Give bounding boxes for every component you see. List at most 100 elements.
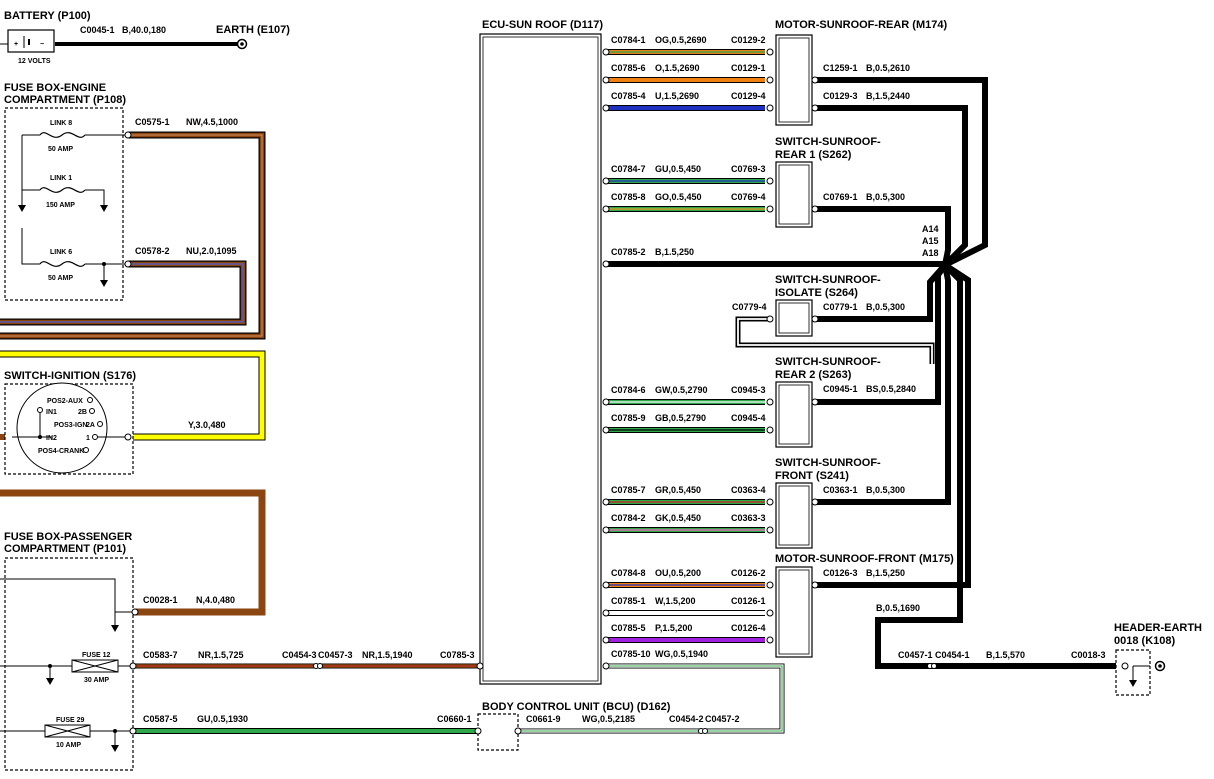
ecu-wire-spec: GO,0.5,450 — [655, 192, 702, 202]
ecu-wire-spec: GK,0.5,450 — [655, 513, 701, 523]
ground-wire: B,1.5,570 — [986, 650, 1025, 660]
link1-amp: 150 AMP — [46, 202, 75, 209]
bcu-wire: WG,0.5,2185 — [582, 714, 635, 724]
switch-rear2-wire: BS,0.5,2840 — [866, 384, 916, 394]
fuse-engine-pin1: C0575-1 — [135, 117, 170, 127]
ecu-terminal-1 — [602, 48, 610, 56]
bcu-box — [477, 713, 519, 751]
link8-label: LINK 8 — [50, 120, 72, 127]
fuse-engine-title-2: COMPARTMENT (P108) — [4, 94, 126, 106]
battery-title: BATTERY (P100) — [4, 10, 91, 22]
splice-a18: A18 — [922, 248, 939, 258]
fuse-passenger-wire2b: NR,1.5,1940 — [362, 650, 413, 660]
ecu-terminal-10 — [602, 526, 610, 534]
ecu-terminal-2 — [602, 76, 610, 84]
ecu-wire-pin-b: C0126-4 — [731, 623, 766, 633]
ecu-wire-pin-a: C0784-6 — [611, 385, 646, 395]
ecu-wire-pin-a: C0785-9 — [611, 413, 646, 423]
wire-n — [0, 489, 266, 616]
switch-rear2-title-1: SWITCH-SUNROOF- — [775, 356, 881, 368]
fuse29-amp: 10 AMP — [56, 742, 81, 749]
component-terminal-8 — [766, 426, 774, 434]
component-terminal-11 — [766, 581, 774, 589]
ecu-wire-pin-b: C0945-4 — [731, 413, 766, 423]
fuse29-label: FUSE 29 — [56, 717, 85, 724]
fuse-engine-title-1: FUSE BOX-ENGINE — [4, 82, 106, 94]
ignition-wire: Y,3.0,480 — [188, 420, 226, 430]
ecu-wire-pin-b: C0363-4 — [731, 485, 766, 495]
ecu-wire-pin-b: C0769-4 — [731, 192, 766, 202]
ground-wire-drop: B,0.5,1690 — [876, 603, 920, 613]
ecu-wire-pin-a: C0784-7 — [611, 164, 646, 174]
switch-sunroof-rear-2 — [775, 381, 813, 448]
motor-front-title: MOTOR-SUNROOF-FRONT (M175) — [775, 553, 954, 565]
splice-c0457-2: C0457-2 — [705, 714, 740, 724]
battery-wire: B,40.0,180 — [122, 25, 166, 35]
ecu-wire-spec: GW,0.5,2790 — [655, 385, 708, 395]
ecu-wire-spec: U,1.5,2690 — [655, 91, 699, 101]
ground-pin2: C0454-1 — [935, 650, 970, 660]
ecu-wire-pin-b: C0945-3 — [731, 385, 766, 395]
ecu-terminal-6 — [602, 260, 610, 268]
fuse-passenger-pin2: C0583-7 — [143, 650, 178, 660]
fuse12-amp: 30 AMP — [84, 677, 109, 684]
ecu-wire-pin-a: C0785-6 — [611, 63, 646, 73]
battery-pin: C0045-1 — [80, 25, 115, 35]
fuse-passenger-pin1: C0028-1 — [143, 595, 178, 605]
ecu-wire-spec: WG,0.5,1940 — [655, 649, 708, 659]
ecu-wire-pin-b: C0363-3 — [731, 513, 766, 523]
ecu-wire-spec: GU,0.5,450 — [655, 164, 701, 174]
fuse-passenger-wire2: NR,1.5,725 — [198, 650, 244, 660]
switch-isolate-title-1: SWITCH-SUNROOF- — [775, 274, 881, 286]
link1-label: LINK 1 — [50, 175, 72, 182]
fuse12-label: FUSE 12 — [82, 652, 111, 659]
switch-sunroof-rear-1 — [775, 161, 813, 228]
ecu-wire-pin-b: C0769-3 — [731, 164, 766, 174]
ecu-wire-pin-b: C0129-1 — [731, 63, 766, 73]
link6-label: LINK 6 — [50, 249, 72, 256]
ecu-terminal-8 — [602, 426, 610, 434]
earth-title: EARTH (E107) — [216, 24, 290, 36]
svg-text:−: − — [40, 41, 44, 48]
ecu-terminal-14 — [602, 662, 610, 670]
ecu-wire-pin-a: C0785-1 — [611, 596, 646, 606]
component-terminal-7 — [766, 398, 774, 406]
ecu-wire-pin-a: C0785-8 — [611, 192, 646, 202]
ecu-wire-pin-a: C0785-5 — [611, 623, 646, 633]
ecu-terminal-9 — [602, 498, 610, 506]
ignition-2b: 2B — [78, 409, 87, 416]
bcu-title: BODY CONTROL UNIT (BCU) (D162) — [482, 701, 671, 713]
switch-front-title-2: FRONT (S241) — [775, 470, 849, 482]
ignition-1: 1 — [86, 435, 90, 442]
ignition-2a: 2A — [86, 422, 95, 429]
switch-front-pin: C0363-1 — [823, 485, 858, 495]
battery-volts: 12 VOLTS — [18, 58, 51, 65]
battery-symbol — [7, 29, 55, 53]
svg-text:+: + — [14, 41, 18, 48]
switch-isolate-wire: B,0.5,300 — [866, 302, 905, 312]
ecu-terminal-13 — [602, 636, 610, 644]
motor-rear-pin2: C0129-3 — [823, 91, 858, 101]
ecu-wire-pin-b: C0126-1 — [731, 596, 766, 606]
ecu-wire-spec: O,1.5,2690 — [655, 63, 700, 73]
ecu-terminal-12 — [602, 609, 610, 617]
component-terminal-12 — [766, 609, 774, 617]
motor-rear-wire1: B,0.5,2610 — [866, 63, 910, 73]
ecu-terminal-3 — [602, 104, 610, 112]
fuse-passenger-wire3: GU,0.5,1930 — [197, 714, 248, 724]
fuse-engine-wire2: NU,2.0,1095 — [186, 246, 237, 256]
fuse-engine-wire1: NW,4.5,1000 — [186, 117, 238, 127]
switch-rear1-wire: B,0.5,300 — [866, 192, 905, 202]
ecu-wire-spec: OU,0.5,200 — [655, 568, 701, 578]
splice-c0454-2: C0454-2 — [669, 714, 704, 724]
ignition-pos3: POS3-IGN — [54, 422, 87, 429]
splice-c0454-3: C0454-3 — [282, 650, 317, 660]
ecu-sunroof-box — [479, 33, 602, 685]
switch-rear1-pin: C0769-1 — [823, 192, 858, 202]
switch-rear2-title-2: REAR 2 (S263) — [775, 369, 852, 381]
ecu-wire-pin-a: C0784-1 — [611, 35, 646, 45]
ecu-wire-pin-b: C0129-4 — [731, 91, 766, 101]
ecu-wire-spec: P,1.5,200 — [655, 623, 692, 633]
component-terminal-13 — [766, 636, 774, 644]
